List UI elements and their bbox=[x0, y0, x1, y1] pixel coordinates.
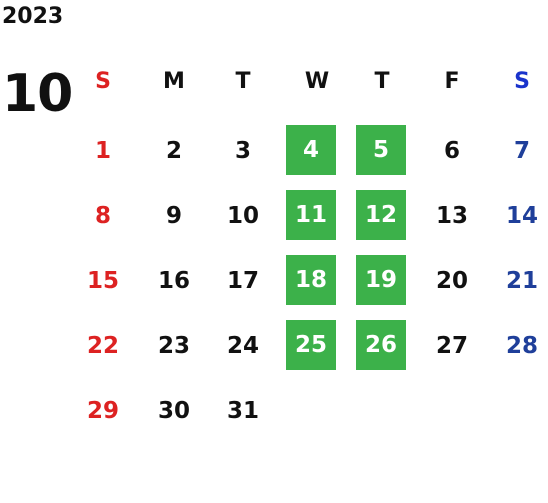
calendar-day[interactable]: 7 bbox=[513, 138, 530, 164]
calendar-day-highlighted[interactable]: 12 bbox=[356, 190, 406, 240]
calendar-day-highlighted[interactable]: 19 bbox=[356, 255, 406, 305]
calendar-day[interactable]: 2 bbox=[165, 138, 182, 164]
calendar-day-highlighted[interactable]: 18 bbox=[286, 255, 336, 305]
calendar-day[interactable]: 8 bbox=[94, 203, 111, 229]
calendar-day[interactable]: 27 bbox=[435, 333, 468, 359]
calendar-day[interactable]: 13 bbox=[435, 203, 468, 229]
calendar-day-highlighted[interactable]: 4 bbox=[286, 125, 336, 175]
weekday-header-wed: W bbox=[304, 68, 330, 94]
calendar-day[interactable]: 28 bbox=[505, 333, 538, 359]
calendar-day[interactable]: 16 bbox=[157, 268, 190, 294]
weekday-header-sat: S bbox=[514, 68, 530, 94]
calendar-day[interactable]: 31 bbox=[226, 398, 259, 424]
weekday-header-sun: S bbox=[95, 68, 111, 94]
calendar-day[interactable]: 30 bbox=[157, 398, 190, 424]
calendar-day-highlighted[interactable]: 25 bbox=[286, 320, 336, 370]
calendar-day[interactable]: 21 bbox=[505, 268, 538, 294]
calendar-day[interactable]: 22 bbox=[86, 333, 119, 359]
calendar-day-highlighted[interactable]: 26 bbox=[356, 320, 406, 370]
year-label: 2023 bbox=[2, 4, 64, 29]
calendar-day[interactable]: 29 bbox=[86, 398, 119, 424]
calendar-day[interactable]: 23 bbox=[157, 333, 190, 359]
calendar-day[interactable]: 1 bbox=[94, 138, 111, 164]
calendar-day-highlighted[interactable]: 11 bbox=[286, 190, 336, 240]
calendar-day[interactable]: 17 bbox=[226, 268, 259, 294]
calendar-day[interactable]: 24 bbox=[226, 333, 259, 359]
weekday-header-thu: T bbox=[374, 68, 390, 94]
weekday-header-fri: F bbox=[444, 68, 460, 94]
calendar-day[interactable]: 3 bbox=[234, 138, 251, 164]
calendar-day[interactable]: 20 bbox=[435, 268, 468, 294]
calendar-day[interactable]: 9 bbox=[165, 203, 182, 229]
calendar-day[interactable]: 10 bbox=[226, 203, 259, 229]
calendar-day[interactable]: 14 bbox=[505, 203, 538, 229]
weekday-header-mon: M bbox=[163, 68, 185, 94]
calendar-day[interactable]: 6 bbox=[443, 138, 460, 164]
month-label: 10 bbox=[2, 64, 73, 124]
calendar-day[interactable]: 15 bbox=[86, 268, 119, 294]
weekday-header-tue: T bbox=[235, 68, 251, 94]
calendar-day-highlighted[interactable]: 5 bbox=[356, 125, 406, 175]
